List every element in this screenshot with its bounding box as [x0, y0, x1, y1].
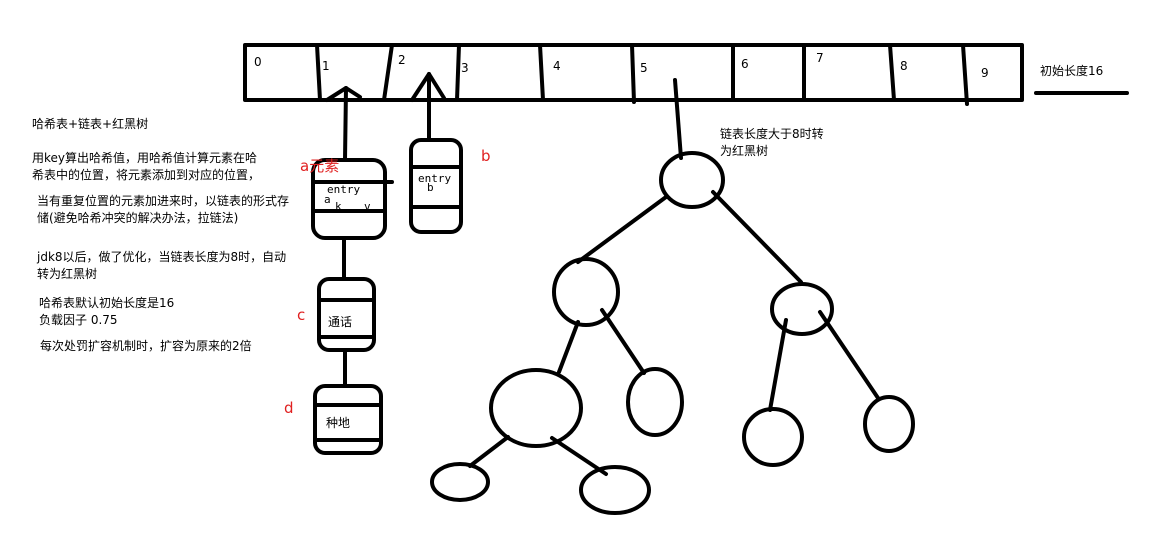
tree-node — [579, 465, 651, 515]
arrow-to-slot-1 — [325, 86, 362, 162]
entry-c-tag: c — [297, 306, 305, 324]
tree-note-line2: 为红黑树 — [720, 143, 768, 158]
tree-node — [770, 282, 834, 336]
tree-node — [742, 407, 804, 467]
tree-node — [863, 395, 915, 453]
note-resize: 每次处罚扩容机制时，扩容为原来的2倍 — [40, 339, 252, 353]
entry-a-v-text: v — [364, 200, 371, 213]
entry-b-tag: b — [481, 147, 491, 165]
tree-node — [489, 368, 583, 448]
entry-a-k-text: k — [335, 200, 342, 213]
note-title: 哈希表+链表+红黑树 — [32, 117, 149, 131]
entry-a-box — [311, 158, 387, 240]
entry-c-text: 通话 — [328, 315, 352, 329]
note-collision-line2: 储(避免哈希冲突的解决办法，拉链法) — [37, 211, 239, 225]
slot-label: 2 — [398, 53, 406, 67]
slot-label: 1 — [322, 59, 330, 73]
slot-label: 9 — [981, 66, 989, 80]
slot-label: 7 — [816, 51, 824, 65]
note-collision-line1: 当有重复位置的元素加进来时，以链表的形式存 — [37, 194, 290, 208]
slot-label: 3 — [461, 61, 469, 75]
note-capacity-line2: 负载因子 0.75 — [39, 313, 118, 327]
arrow-to-slot-2 — [410, 72, 446, 142]
tree-root-node — [659, 151, 725, 209]
entry-b-b-text: b — [427, 181, 434, 194]
array-dividers — [315, 43, 969, 106]
entry-a-tag: a元素 — [300, 157, 339, 175]
slot-label: 5 — [640, 61, 648, 75]
slot-label: 4 — [553, 59, 561, 73]
slot-label: 0 — [254, 55, 262, 69]
entry-b-box — [409, 138, 463, 234]
tree-node — [552, 257, 620, 327]
red-black-tree — [430, 78, 915, 515]
tree-node — [430, 462, 490, 502]
note-jdk8-line2: 转为红黑树 — [37, 267, 98, 281]
note-hash-position-line2: 希表中的位置，将元素添加到对应的位置， — [32, 168, 261, 182]
capacity-label: 初始长度16 — [1040, 63, 1103, 78]
note-hash-position-line1: 用key算出哈希值，用哈希值计算元素在哈 — [32, 151, 258, 165]
slot-label: 6 — [741, 57, 749, 71]
tree-note-line1: 链表长度大于8时转 — [720, 126, 824, 141]
entry-b-entry-text: entry — [418, 172, 451, 185]
slot-label: 8 — [900, 59, 908, 73]
entry-d-text: 种地 — [326, 416, 350, 430]
entry-a-entry-text: entry — [327, 183, 360, 196]
entry-d-box — [313, 384, 383, 455]
note-capacity-line1: 哈希表默认初始长度是16 — [39, 296, 175, 310]
array-slot-labels: 0 1 2 3 4 5 6 7 8 9 — [254, 51, 989, 80]
note-jdk8-line1: jdk8以后，做了优化，当链表长度为8时，自动 — [37, 250, 287, 264]
tree-node — [626, 367, 684, 437]
entry-d-tag: d — [284, 399, 294, 417]
entry-a-a-text: a — [324, 193, 331, 206]
